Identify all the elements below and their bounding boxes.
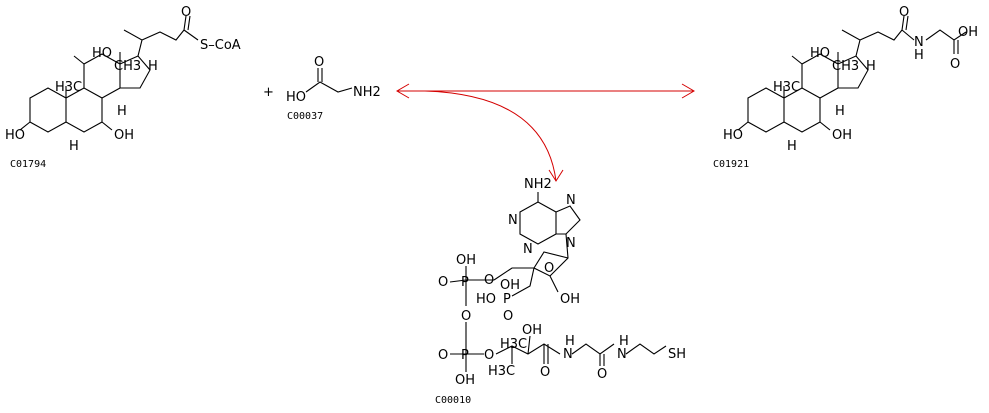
coa-n-label: N — [566, 236, 576, 251]
coa-o-label: O — [597, 367, 607, 382]
glycocholate-id: C01921 — [713, 159, 749, 170]
glycine-id: C00037 — [287, 111, 323, 122]
coa-n-label: N — [523, 242, 533, 257]
glycocholate-h-label: H — [787, 139, 797, 154]
coa-o-label: O — [438, 275, 448, 290]
glycocholate-nh-label: H — [914, 48, 924, 63]
glycocholate-o-label: O — [950, 57, 960, 72]
bile-acid-3-ho-label: HO — [5, 128, 25, 143]
glycine-nh2-label: NH2 — [353, 85, 381, 100]
coa-oh-label: OH — [522, 323, 542, 338]
coa-o-label: O — [544, 261, 554, 276]
reaction-arrow — [396, 83, 695, 182]
coa-h3c-label: H3C — [500, 337, 527, 352]
coa-o-label: O — [438, 348, 448, 363]
bile-acid-h-label: H — [69, 139, 79, 154]
coa-o-label: O — [484, 348, 494, 363]
coa-o-label: O — [540, 365, 550, 380]
coa-nh2-label: NH2 — [524, 177, 552, 192]
coa-oh-label: OH — [560, 292, 580, 307]
glycine-o-label: O — [314, 55, 324, 70]
coa-ho-label: HO — [476, 292, 496, 307]
coa-n-label: N — [617, 347, 627, 362]
glycocholate-7-oh-label: OH — [832, 128, 852, 143]
coa-structure — [449, 192, 667, 372]
coa-o-label: O — [503, 309, 513, 324]
coa-h-label: H — [565, 334, 575, 349]
bile-acid-7-oh-label: OH — [114, 128, 134, 143]
coa-id: C00010 — [435, 395, 471, 406]
bile-acid-h-label: H — [117, 104, 127, 119]
bile-acid-12-ho-label: HO — [92, 46, 112, 61]
coa-p-label: P — [503, 292, 511, 307]
coa-h-label: H — [619, 334, 629, 349]
bile-acid-carbonyl-o-label: O — [181, 5, 191, 20]
bile-acid-h-label: H — [148, 59, 158, 74]
coa-n-label: N — [566, 193, 576, 208]
glycocholate-3-ho-label: HO — [723, 128, 743, 143]
glycocholate-structure — [737, 15, 967, 133]
bile-acid-coa-structure — [19, 15, 199, 133]
bile-acid-h3c-label: H3C — [55, 80, 82, 95]
glycocholate-oh-label: OH — [958, 25, 978, 40]
glycocholate-h-label: H — [866, 59, 876, 74]
glycine-ho-label: HO — [286, 90, 306, 105]
plus-sign: + — [263, 85, 274, 100]
bile-acid-ch3-label: CH3 — [114, 59, 141, 74]
glycocholate-12-ho-label: HO — [810, 46, 830, 61]
coa-o-label: O — [484, 273, 494, 288]
bile-acid-s-coa-label: S–CoA — [200, 38, 241, 53]
coa-o-label: O — [461, 309, 471, 324]
coa-sh-label: SH — [668, 347, 686, 362]
glycocholate-n-label: N — [914, 35, 924, 50]
coa-p-label: P — [461, 275, 469, 290]
glycocholate-h3c-label: H3C — [773, 80, 800, 95]
glycocholate-amide-o-label: O — [899, 5, 909, 20]
coa-n-label: N — [563, 347, 573, 362]
coa-p-label: P — [461, 348, 469, 363]
glycocholate-ch3-label: CH3 — [832, 59, 859, 74]
coa-h3c-label: H3C — [488, 364, 515, 379]
glycocholate-h-label: H — [835, 104, 845, 119]
bile-acid-coa-id: C01794 — [10, 159, 46, 170]
coa-oh-label: OH — [456, 253, 476, 268]
glycine-structure — [305, 68, 353, 93]
coa-oh-label: OH — [500, 278, 520, 293]
coa-oh-label: OH — [455, 373, 475, 388]
coa-n-label: N — [508, 213, 518, 228]
